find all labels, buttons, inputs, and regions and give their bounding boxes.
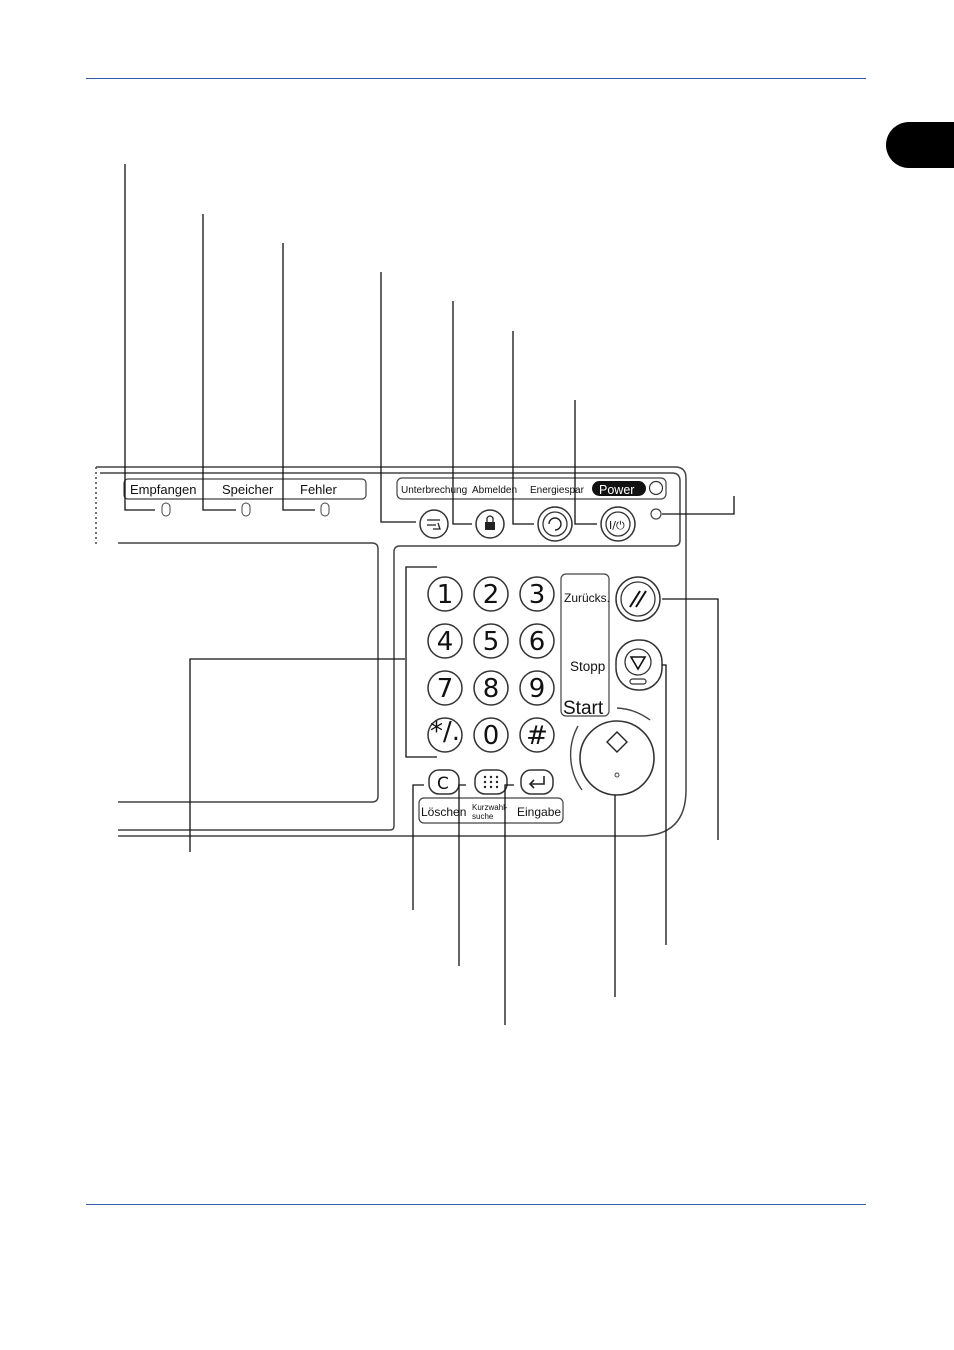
leader-lines [124,164,735,1025]
keypad-key-label: 4 [437,627,454,657]
keypad-key-5[interactable]: 5 [473,623,509,659]
empfangen-label: Empfangen [130,482,197,497]
clear-icon: C [437,774,449,794]
header-rule [86,78,866,79]
keypad-key-1[interactable]: 1 [427,576,463,612]
power-icon: I/⏻ [609,519,625,532]
zuruecks-label: Zurücks. [564,591,610,605]
keypad-key-8[interactable]: 8 [473,670,509,706]
keypad-key-10[interactable]: */. [427,717,463,753]
start-icon [606,731,628,753]
enter-button[interactable] [520,769,554,795]
indicator-strip: Empfangen Speicher Fehler [123,478,367,517]
keypad-key-7[interactable]: 7 [427,670,463,706]
interrupt-icon [427,519,441,530]
abmelden-label: Abmelden [472,485,517,496]
keypad-key-label: 3 [529,580,546,610]
keypad-key-label: 2 [483,580,500,610]
panel-outline [95,466,687,837]
power-button[interactable]: I/⏻ [600,506,636,542]
enter-icon [528,776,545,789]
speicher-indicator [241,502,251,517]
keypad-key-6[interactable]: 6 [519,623,555,659]
keypad-key-12[interactable]: # [519,717,555,753]
reset-button[interactable] [615,576,661,622]
loeschen-label: Löschen [421,805,466,819]
keypad-key-label: 1 [437,580,454,610]
bottom-button-strip: Löschen Kurzwahl- suche Eingabe [418,797,564,824]
start-label: Start [563,698,604,719]
kurzwahl-label-2: suche [472,812,494,821]
keypad-key-label: 5 [483,627,500,657]
empfangen-indicator [161,502,171,517]
logout-button[interactable] [475,509,505,539]
energiespar-label: Energiespar [530,485,585,496]
keypad-key-9[interactable]: 9 [519,670,555,706]
keypad-key-4[interactable]: 4 [427,623,463,659]
keypad-key-11[interactable]: 0 [473,717,509,753]
keypad-key-label: */. [430,717,460,747]
unterbrechung-label: Unterbrechung [401,485,467,496]
fehler-indicator [320,502,330,517]
keypad-key-label: # [526,721,548,751]
keypad-key-label: 8 [483,674,500,704]
lock-icon [485,522,495,530]
quick-dial-search-button[interactable] [474,769,508,795]
footer-rule [86,1204,866,1205]
interrupt-button[interactable] [419,509,449,539]
start-button[interactable] [569,707,655,796]
keypad-key-2[interactable]: 2 [473,576,509,612]
power-label: Power [599,483,634,497]
main-power-icon [648,480,664,496]
stopp-label: Stopp [570,659,605,674]
keypad-key-label: 0 [483,721,500,751]
stop-icon [629,656,647,671]
speicher-label: Speicher [222,482,274,497]
fehler-label: Fehler [300,482,338,497]
function-strip: Unterbrechung Abmelden Energiespar Power [396,477,667,500]
keypad-key-label: 7 [437,674,454,704]
reset-icon [629,590,647,608]
eingabe-label: Eingabe [517,805,561,819]
energy-saver-icon [548,517,562,531]
clear-button[interactable]: C [428,769,460,795]
kurzwahl-label-1: Kurzwahl- [472,803,508,812]
side-strip: Zurücks. Stopp Start [560,573,610,719]
stop-button[interactable] [615,639,663,691]
energy-saver-button[interactable] [537,506,573,542]
main-power-lamp [650,508,662,520]
keypad-key-3[interactable]: 3 [519,576,555,612]
keypad-key-label: 6 [529,627,546,657]
keypad-key-label: 9 [529,674,546,704]
chapter-tab [886,122,954,168]
grid-icon [483,775,499,789]
